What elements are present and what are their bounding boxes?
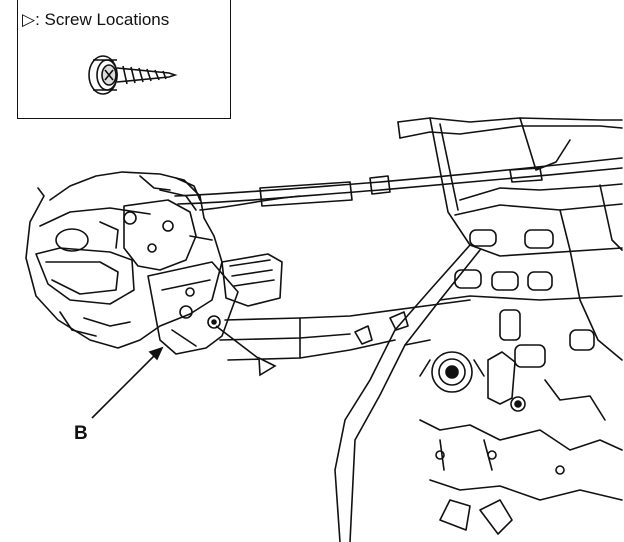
legend-label: : Screw Locations [35,10,170,29]
screw-location-symbol: ▷ [22,10,36,29]
callout-b-leader [92,348,162,418]
legend-title: ▷: Screw Locations [22,10,169,30]
legend-box: ▷: Screw Locations [17,0,231,119]
reinforcement-beam [220,300,470,360]
screw-location-pointer [216,326,275,375]
inner-handle-rod [222,254,282,306]
door-latch-assembly [26,172,238,354]
door-cables [175,158,622,210]
callout-b-label: B [74,423,88,444]
self-tapping-screw-icon [88,55,178,95]
